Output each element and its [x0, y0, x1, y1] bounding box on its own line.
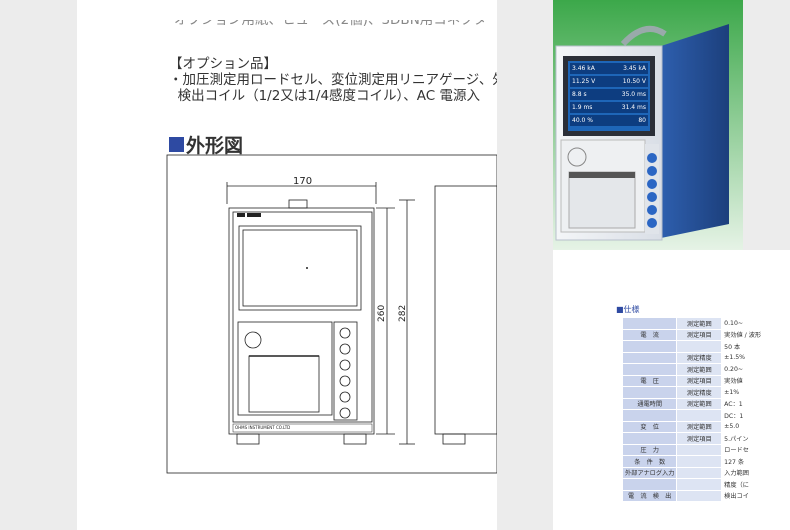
spec-cell-v: DC：1	[721, 409, 790, 422]
outline-drawing	[166, 154, 497, 474]
spec-cell-v: 0.10~	[721, 317, 790, 330]
spec-cell-g	[621, 478, 678, 491]
spec-cell-g: 電 流 検 出	[621, 489, 678, 502]
drawing-maker: OHMS INSTRUMENT CO.LTD	[235, 425, 291, 430]
top-line: オプション用紙、ヒューズ(2個)、3DBN用コネクタ	[174, 12, 487, 28]
spec-cell-g: 通電時間	[621, 397, 678, 410]
spec-cell-v: 実効値 / 波形	[721, 328, 790, 341]
spec-cell-v: 入力範囲	[721, 466, 790, 479]
spec-cell-g: 電 圧	[621, 374, 678, 387]
document-page-left: オプション用紙、ヒューズ(2個)、3DBN用コネクタ 【オプション品】 ・加圧測…	[77, 0, 497, 530]
spec-row: DC：1	[621, 409, 790, 422]
spec-cell-g	[621, 432, 678, 445]
column-gutter	[497, 0, 553, 530]
spec-cell-v: 実効値	[721, 374, 790, 387]
spec-cell-g	[621, 317, 678, 330]
spec-cell-g: 条 件 数	[621, 455, 678, 468]
spec-cell-v: 50 本	[721, 340, 790, 353]
spec-row: 圧 力 ロードセ	[621, 443, 790, 456]
spec-row: 電 流 検 出 検出コイ	[621, 489, 790, 502]
spec-cell-v: 0.20~	[721, 363, 790, 376]
spec-row: 電 圧測定項目実効値	[621, 374, 790, 387]
spec-cell-v: 5.パイン	[721, 432, 790, 445]
spec-row: 精度（に	[621, 478, 790, 491]
dim-width: 170	[293, 176, 313, 187]
spec-cell-g: 圧 力	[621, 443, 678, 456]
spec-row: 変 位測定範囲±5.0	[621, 420, 790, 433]
spec-cell-s	[676, 409, 723, 422]
option-title: 【オプション品】	[169, 56, 277, 72]
spec-cell-s	[676, 489, 723, 502]
spec-cell-g	[621, 363, 678, 376]
spec-row: 測定精度±1%	[621, 386, 790, 399]
spec-cell-v: ±1.5%	[721, 351, 790, 364]
spec-cell-s: 測定精度	[676, 351, 723, 364]
spec-cell-g: 変 位	[621, 420, 678, 433]
spec-cell-v: ±5.0	[721, 420, 790, 433]
option-line-1: ・加圧測定用ロードセル、変位測定用リニアゲージ、外	[169, 72, 497, 88]
spec-row: 50 本	[621, 340, 790, 353]
heading-square-icon	[169, 137, 184, 152]
spec-cell-s	[676, 455, 723, 468]
spec-cell-g	[621, 386, 678, 399]
spec-cell-s	[676, 478, 723, 491]
spec-cell-g	[621, 409, 678, 422]
spec-row: 電 流測定項目実効値 / 波形	[621, 328, 790, 341]
option-line-2: 検出コイル（1/2又は1/4感度コイル）、AC 電源入	[169, 88, 481, 104]
spec-cell-s: 測定項目	[676, 432, 723, 445]
spec-cell-s	[676, 340, 723, 353]
spec-cell-s	[676, 443, 723, 456]
dim-height-2: 282	[398, 304, 408, 322]
spec-cell-v: 検出コイ	[721, 489, 790, 502]
spec-cell-g	[621, 351, 678, 364]
spec-cell-s: 測定範囲	[676, 363, 723, 376]
spec-cell-s: 測定精度	[676, 386, 723, 399]
spec-cell-g	[621, 340, 678, 353]
right-margin	[743, 0, 790, 250]
spec-row: 条 件 数 127 条	[621, 455, 790, 468]
spec-cell-v: 127 条	[721, 455, 790, 468]
spec-cell-v: AC：1	[721, 397, 790, 410]
device-illustration	[553, 0, 743, 250]
spec-cell-s: 測定項目	[676, 328, 723, 341]
spec-row: 測定精度±1.5%	[621, 351, 790, 364]
spec-cell-g: 電 流	[621, 328, 678, 341]
spec-cell-s: 測定範囲	[676, 397, 723, 410]
spec-cell-s: 測定項目	[676, 374, 723, 387]
spec-cell-v: ±1%	[721, 386, 790, 399]
spec-cell-s: 測定範囲	[676, 420, 723, 433]
spec-cell-s	[676, 466, 723, 479]
left-margin	[0, 0, 77, 530]
section-title: 外形図	[186, 135, 244, 157]
spec-cell-v: ロードセ	[721, 443, 790, 456]
spec-cell-s: 測定範囲	[676, 317, 723, 330]
spec-cell-g: 外部アナログ入力	[621, 466, 678, 479]
dim-height-1: 260	[377, 304, 387, 322]
spec-title: ■仕様	[616, 305, 640, 314]
spec-row: 外部アナログ入力 入力範囲	[621, 466, 790, 479]
screen-row-5: 40.0 %80	[570, 115, 648, 126]
section-heading: 外形図	[169, 131, 243, 158]
spec-cell-v: 精度（に	[721, 478, 790, 491]
